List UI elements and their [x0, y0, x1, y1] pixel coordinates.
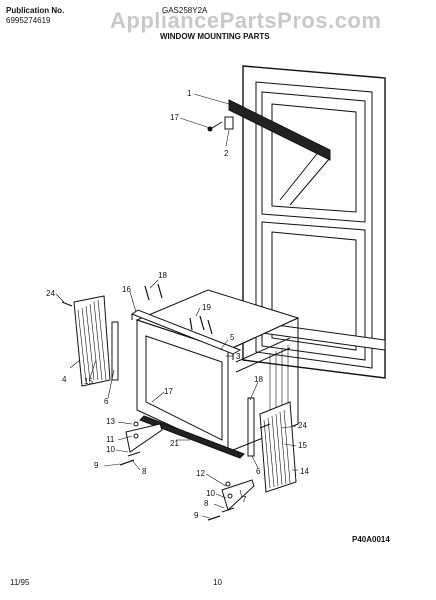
callout-3: 3	[236, 352, 241, 361]
callout-9b: 9	[194, 511, 199, 520]
callout-6: 6	[104, 397, 109, 406]
callout-10b: 10	[206, 489, 215, 498]
top-rail-part	[228, 99, 331, 161]
callout-17b: 17	[164, 387, 173, 396]
callout-8b: 8	[204, 499, 209, 508]
callout-5: 5	[230, 333, 235, 342]
page-number: 10	[213, 578, 222, 587]
bracket-part	[207, 116, 234, 132]
callout-15: 15	[84, 377, 93, 386]
callout-8: 8	[142, 467, 147, 476]
callout-4: 4	[62, 375, 67, 384]
left-support-bracket	[125, 421, 163, 457]
sill-strip	[139, 415, 245, 459]
callout-12: 12	[196, 469, 205, 478]
right-support-bracket	[221, 479, 255, 513]
callout-18: 18	[158, 271, 167, 280]
callout-2: 2	[224, 149, 229, 158]
callout-10: 10	[106, 445, 115, 454]
callout-21: 21	[170, 439, 179, 448]
callout-16: 16	[122, 285, 131, 294]
callout-7: 7	[242, 495, 247, 504]
footer-date: 11/95	[10, 578, 30, 587]
callout-19: 19	[202, 303, 211, 312]
model-number: GAS258Y2A	[162, 6, 208, 15]
callout-15b: 15	[298, 441, 307, 450]
screws	[61, 283, 271, 521]
callout-13: 13	[106, 417, 115, 426]
section-title: WINDOW MOUNTING PARTS	[160, 32, 270, 41]
callout-18b: 18	[254, 375, 263, 384]
callout-9: 9	[94, 461, 99, 470]
callout-6b: 6	[256, 467, 261, 476]
callout-11: 11	[106, 435, 115, 444]
watermark: AppliancePartsPros.com	[110, 8, 382, 33]
callout-17: 17	[170, 113, 179, 122]
publication-number: 6995274619	[6, 16, 51, 25]
publication-label: Publication No.	[6, 6, 65, 15]
callout-24: 24	[46, 289, 55, 298]
callout-1: 1	[187, 89, 192, 98]
callout-14: 14	[300, 467, 309, 476]
drawing-code: P40A0014	[352, 535, 390, 544]
callout-24b: 24	[298, 421, 307, 430]
left-curtain-panel	[73, 295, 119, 387]
